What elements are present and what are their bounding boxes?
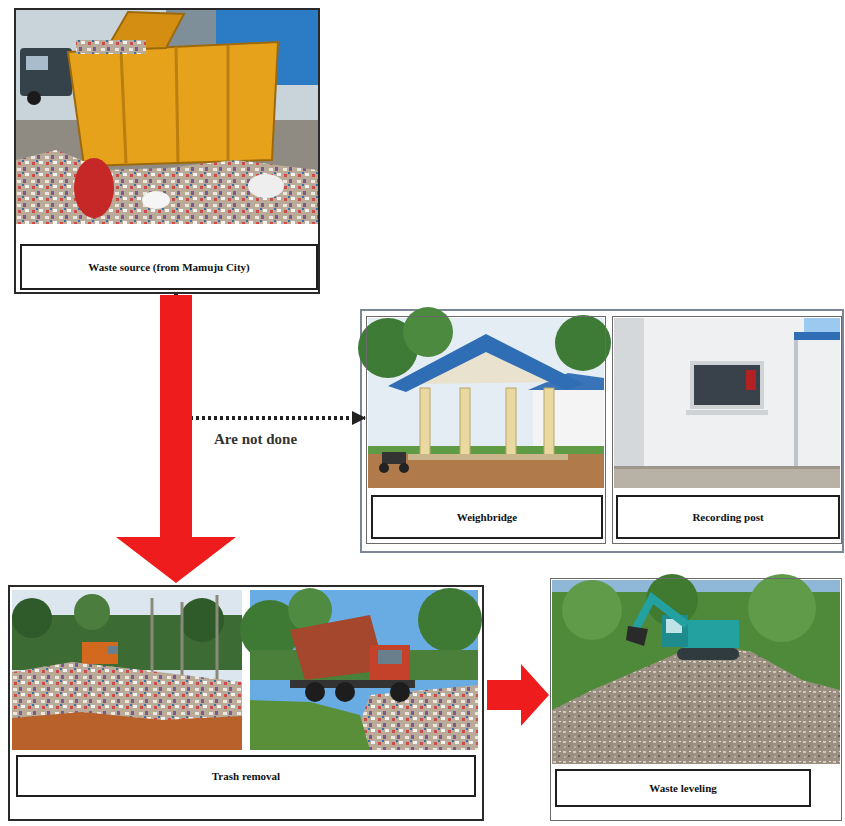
recording-post-photo xyxy=(794,340,798,470)
weighbridge-photo xyxy=(408,454,568,460)
recording-post-photo xyxy=(614,318,840,488)
waste-source-photo xyxy=(20,48,72,96)
caption-text: Recording post xyxy=(692,511,763,523)
dotted-arrow xyxy=(176,294,365,418)
caption-box: Trash removal xyxy=(16,755,476,797)
trash-removal-photo xyxy=(12,590,242,750)
trash-removal-photo xyxy=(82,642,118,664)
trash-removal-photo xyxy=(12,662,242,750)
recording-post-photo xyxy=(746,370,756,390)
waste-leveling-photo xyxy=(636,598,687,628)
waste-source-photo xyxy=(142,191,170,209)
trash-removal-photo xyxy=(370,645,410,685)
caption-box: Recording post xyxy=(616,495,840,539)
weighbridge-photo xyxy=(460,388,470,456)
waste-source-photo xyxy=(16,150,318,224)
weighbridge-photo xyxy=(403,307,453,357)
photo-panel: Weighbridge xyxy=(366,316,606,544)
waste-source-photo xyxy=(16,10,318,224)
waste-leveling-photo xyxy=(677,648,739,660)
weighbridge-photo xyxy=(388,334,584,392)
trash-removal-photo xyxy=(240,588,482,750)
trash-removal-photo xyxy=(181,602,184,682)
recording-post-photo xyxy=(686,410,768,415)
waste-source-photo xyxy=(227,45,230,161)
trash-removal-photo xyxy=(151,598,154,682)
waste-source-photo xyxy=(248,174,284,198)
trash-removal-photo xyxy=(12,598,52,638)
caption-box: Weighbridge xyxy=(371,495,603,539)
trash-removal-photo xyxy=(350,685,478,750)
waste-leveling-photo xyxy=(748,574,816,642)
weighbridge-photo xyxy=(544,388,554,456)
photo-panel: Waste source (from Mamuju City) xyxy=(14,8,320,294)
recording-post-photo xyxy=(614,468,840,488)
trash-removal-photo xyxy=(12,712,242,750)
trash-removal-photo xyxy=(335,682,355,702)
trash-removal-photo xyxy=(108,646,118,654)
trash-removal-photo xyxy=(378,650,402,664)
waste-leveling-photo xyxy=(684,620,739,648)
waste-source-photo xyxy=(76,40,146,54)
waste-leveling-photo xyxy=(626,626,648,646)
photo-panel: Waste leveling xyxy=(550,578,842,821)
waste-source-photo xyxy=(74,158,114,218)
recording-post-photo xyxy=(794,332,840,340)
trash-removal-photo xyxy=(390,682,410,702)
waste-source-photo xyxy=(26,56,48,70)
caption-text: Weighbridge xyxy=(457,511,518,523)
dotted-arrow xyxy=(176,294,365,418)
photo-panel: Trash removal xyxy=(8,585,484,821)
caption-text: Trash removal xyxy=(212,770,280,782)
trash-removal-photo xyxy=(418,588,482,652)
caption-box: Waste leveling xyxy=(555,769,811,807)
edge-label: Are not done xyxy=(214,431,297,448)
waste-source-photo xyxy=(68,42,278,166)
recording-post-photo xyxy=(692,363,762,407)
weighbridge-photo xyxy=(420,388,430,456)
weighbridge-photo xyxy=(555,315,611,371)
recording-post-photo xyxy=(614,318,644,488)
waste-source-photo xyxy=(121,50,126,163)
weighbridge-photo xyxy=(399,463,409,473)
trash-removal-photo xyxy=(74,594,110,630)
waste-leveling-photo xyxy=(552,574,840,764)
trash-removal-photo xyxy=(250,700,370,750)
recording-post-photo xyxy=(614,318,840,488)
waste-source-photo xyxy=(176,47,178,162)
trash-removal-photo xyxy=(305,682,325,702)
waste-source-photo xyxy=(27,91,41,105)
recording-post-photo xyxy=(614,466,840,469)
waste-leveling-photo xyxy=(552,642,840,764)
block-arrow xyxy=(487,664,549,726)
trash-removal-photo xyxy=(216,595,219,684)
caption-text: Waste source (from Mamuju City) xyxy=(88,261,250,273)
trash-removal-photo xyxy=(12,590,242,750)
waste-source-photo xyxy=(16,10,318,224)
photo-panel: Recording post xyxy=(612,316,842,544)
waste-leveling-photo xyxy=(562,580,622,640)
weighbridge-photo xyxy=(379,463,389,473)
caption-box: Waste source (from Mamuju City) xyxy=(20,244,318,290)
block-arrow xyxy=(487,664,549,726)
weighbridge-photo xyxy=(506,388,516,456)
caption-text: Waste leveling xyxy=(649,782,717,794)
weighbridge-photo xyxy=(358,307,611,488)
weighbridge-photo xyxy=(382,452,406,464)
